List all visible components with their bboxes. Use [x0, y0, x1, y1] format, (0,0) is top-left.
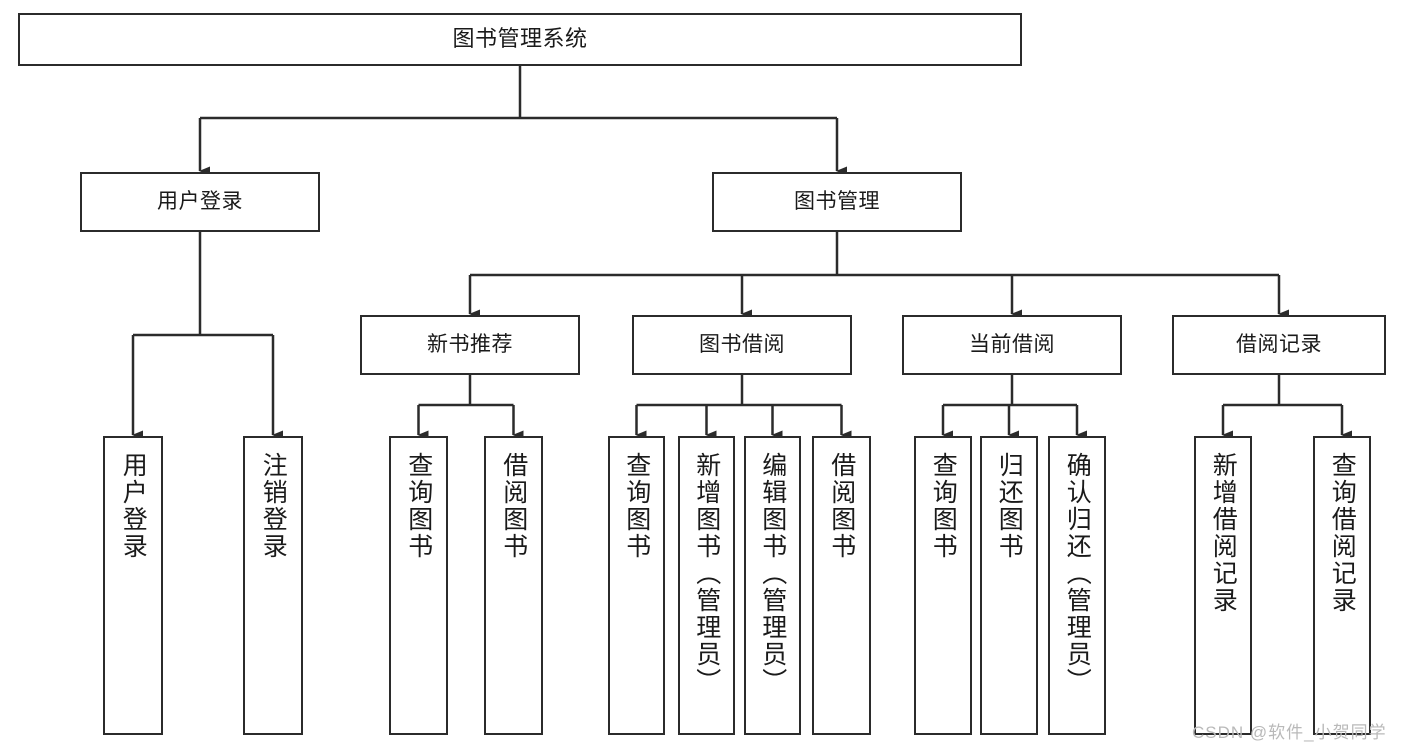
node-label: 图书管理系统 — [452, 26, 588, 52]
edge-group — [131, 66, 1352, 440]
node-label: 确认归还（管理员） — [1063, 452, 1092, 695]
node-label: 用户登录 — [157, 190, 243, 214]
node-book-manage[interactable]: 图书管理 — [712, 172, 962, 232]
node-current-borrow[interactable]: 当前借阅 — [902, 315, 1122, 375]
node-label: 注销登录 — [259, 452, 288, 560]
node-leaf-user-login[interactable]: 用户登录 — [103, 436, 163, 735]
node-leaf-edit-book[interactable]: 编辑图书（管理员） — [744, 436, 801, 735]
node-leaf-query-book-3[interactable]: 查询图书 — [914, 436, 972, 735]
node-label: 归还图书 — [995, 452, 1024, 560]
node-root[interactable]: 图书管理系统 — [18, 13, 1022, 66]
node-label: 新增借阅记录 — [1209, 452, 1238, 614]
node-leaf-borrow-book-1[interactable]: 借阅图书 — [484, 436, 543, 735]
node-label: 查询借阅记录 — [1328, 452, 1357, 614]
node-label: 用户登录 — [119, 452, 148, 560]
node-label: 新书推荐 — [427, 333, 513, 357]
node-leaf-logout[interactable]: 注销登录 — [243, 436, 303, 735]
watermark: CSDN @软件_小贺同学 — [1192, 723, 1387, 742]
node-book-borrow[interactable]: 图书借阅 — [632, 315, 852, 375]
node-leaf-return-book[interactable]: 归还图书 — [980, 436, 1038, 735]
node-leaf-query-record[interactable]: 查询借阅记录 — [1313, 436, 1371, 735]
node-leaf-confirm-return[interactable]: 确认归还（管理员） — [1048, 436, 1106, 735]
node-label: 新增图书（管理员） — [692, 452, 721, 695]
node-label: 借阅记录 — [1236, 333, 1322, 357]
node-user-login[interactable]: 用户登录 — [80, 172, 320, 232]
node-leaf-query-book-2[interactable]: 查询图书 — [608, 436, 665, 735]
node-label: 借阅图书 — [827, 452, 856, 560]
node-label: 图书借阅 — [699, 333, 785, 357]
node-new-book-rec[interactable]: 新书推荐 — [360, 315, 580, 375]
node-label: 当前借阅 — [969, 333, 1055, 357]
node-label: 查询图书 — [622, 452, 651, 560]
node-label: 图书管理 — [794, 190, 880, 214]
node-label: 查询图书 — [404, 452, 433, 560]
node-borrow-record[interactable]: 借阅记录 — [1172, 315, 1386, 375]
node-leaf-add-record[interactable]: 新增借阅记录 — [1194, 436, 1252, 735]
node-leaf-borrow-book-2[interactable]: 借阅图书 — [812, 436, 871, 735]
node-label: 编辑图书（管理员） — [758, 452, 787, 695]
node-label: 借阅图书 — [499, 452, 528, 560]
node-label: 查询图书 — [929, 452, 958, 560]
node-leaf-query-book-1[interactable]: 查询图书 — [389, 436, 448, 735]
node-leaf-add-book[interactable]: 新增图书（管理员） — [678, 436, 735, 735]
